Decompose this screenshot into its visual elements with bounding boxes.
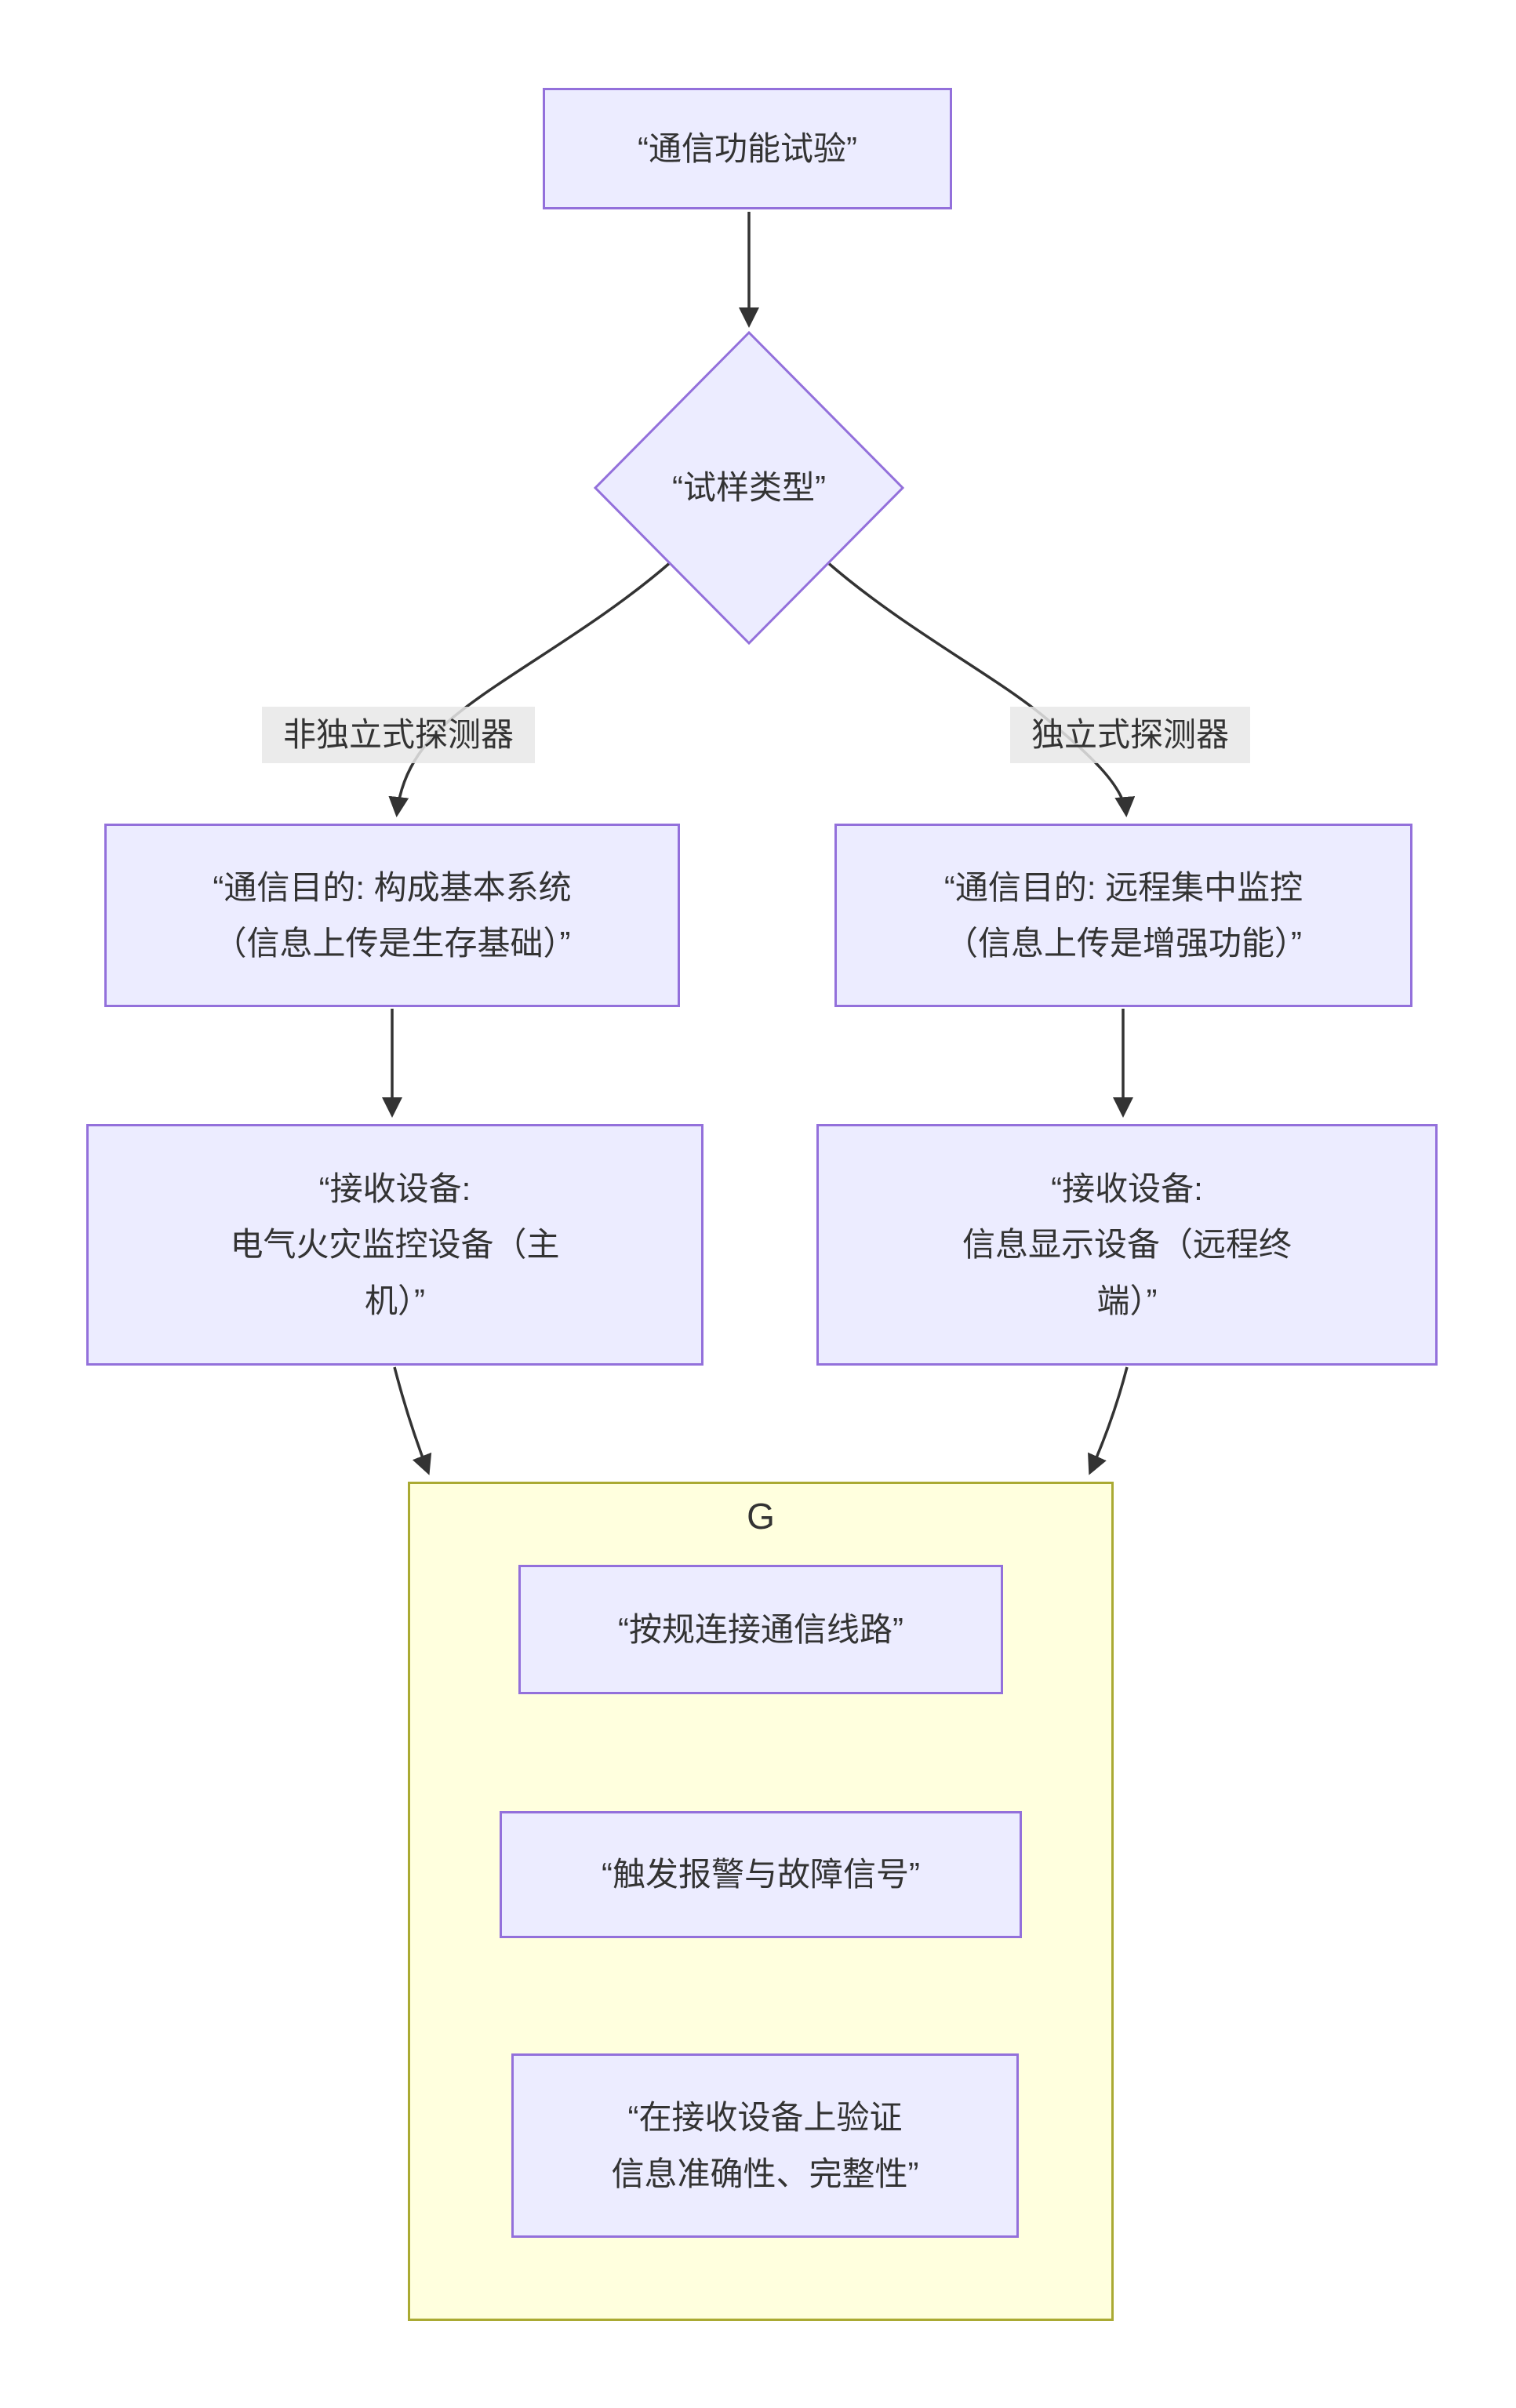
node-right-receiver: “接收设备: 信息显示设备（远程终 端）” [816,1124,1438,1366]
node-left-receiver: “接收设备: 电气火灾监控设备（主 机）” [86,1124,703,1366]
node-left-purpose: “通信目的: 构成基本系统 （信息上传是生存基础）” [104,824,680,1007]
node-trigger-signals: “触发报警与故障信号” [500,1811,1022,1938]
edge-right-receiver-to-subgraph [1088,1366,1129,1475]
node-connect-lines: “按规连接通信线路” [518,1565,1003,1694]
subgraph-g-title: G [747,1496,775,1537]
node-test-title: “通信功能试验” [543,88,952,209]
edge-label-non-independent: 非独立式探测器 [262,707,535,763]
edge-decision-to-left-purpose [388,560,673,817]
decision-diamond-shape [593,330,905,646]
edge-left-receiver-to-subgraph [393,1366,432,1475]
node-sample-type-label: “试样类型” [672,469,826,507]
node-verify-info: “在接收设备上验证 信息准确性、完整性” [511,2053,1019,2238]
edge-decision-to-right-purpose [825,560,1136,817]
edge-label-independent: 独立式探测器 [1010,707,1250,763]
node-right-purpose: “通信目的: 远程集中监控 （信息上传是增强功能）” [834,824,1412,1007]
